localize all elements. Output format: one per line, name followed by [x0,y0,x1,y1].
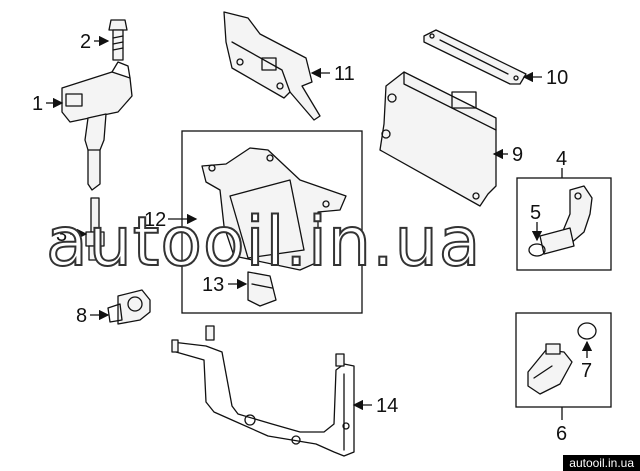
svg-text:12: 12 [144,209,166,231]
svg-text:14: 14 [376,395,398,417]
svg-text:8: 8 [76,305,87,327]
knock-sensor-part [107,289,151,325]
cam-sensor-part [539,185,593,255]
callout-2: 2 [80,31,110,53]
footer-url: autooil.in.ua [563,455,640,471]
seal-part [577,322,597,340]
ignition-coil-part [61,61,133,191]
svg-text:11: 11 [334,63,355,85]
crank-sensor-group-box [515,312,612,408]
crank-sensor-part [527,343,573,395]
callout-12: 12 [144,209,198,231]
module-bracket-part [201,147,347,271]
ecu-part [379,71,497,207]
callout-6: 6 [556,423,567,445]
harness-bracket-part [171,325,355,457]
o-ring-part [528,243,546,257]
svg-text:2: 2 [80,31,91,53]
bolt-part [108,19,128,61]
callout-13: 13 [202,274,248,296]
cam-sensor-group-box [516,177,612,271]
ecu-bracket-part [223,11,321,121]
watermark-text: autooil.in.ua [46,203,481,282]
callout-1: 1 [32,93,64,115]
svg-text:3: 3 [56,224,67,246]
callout-14: 14 [352,395,398,417]
callout-5: 5 [530,202,543,242]
spark-plug-part [85,197,105,261]
callout-7: 7 [581,340,593,382]
svg-text:13: 13 [202,274,224,296]
svg-text:5: 5 [530,202,541,224]
clip-part [247,271,277,307]
svg-text:1: 1 [32,93,43,115]
callout-4: 4 [556,148,567,170]
gasket-part [423,29,527,85]
callout-8: 8 [76,305,110,327]
callout-9: 9 [492,144,523,166]
svg-text:7: 7 [581,360,592,382]
callout-3: 3 [56,224,88,246]
callout-10: 10 [522,67,568,89]
callout-11: 11 [310,63,355,85]
bracket-group-box [181,130,363,314]
svg-text:9: 9 [512,144,523,166]
svg-text:10: 10 [546,67,568,89]
